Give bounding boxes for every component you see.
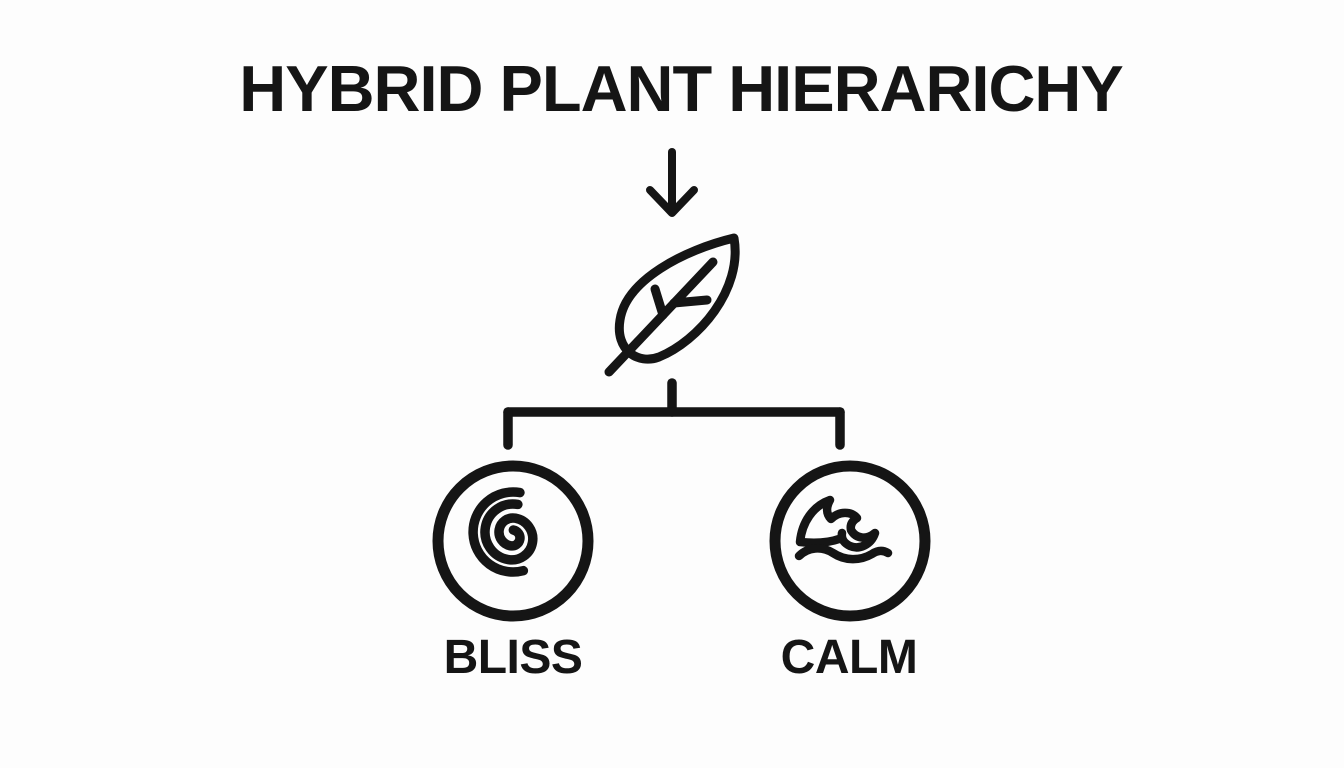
node-label-calm: CALM xyxy=(780,631,918,684)
down-arrow-icon xyxy=(630,147,714,222)
node-label-bliss: BLISS xyxy=(443,631,583,684)
node-bliss xyxy=(431,459,595,623)
spiral-icon xyxy=(432,460,594,622)
leaf-icon xyxy=(596,228,756,378)
page-title: HYBRID PLANT HIERARICHY xyxy=(239,52,1123,125)
node-calm xyxy=(768,459,932,623)
tree-connector xyxy=(490,375,860,455)
ocean-wave-icon xyxy=(769,460,931,622)
